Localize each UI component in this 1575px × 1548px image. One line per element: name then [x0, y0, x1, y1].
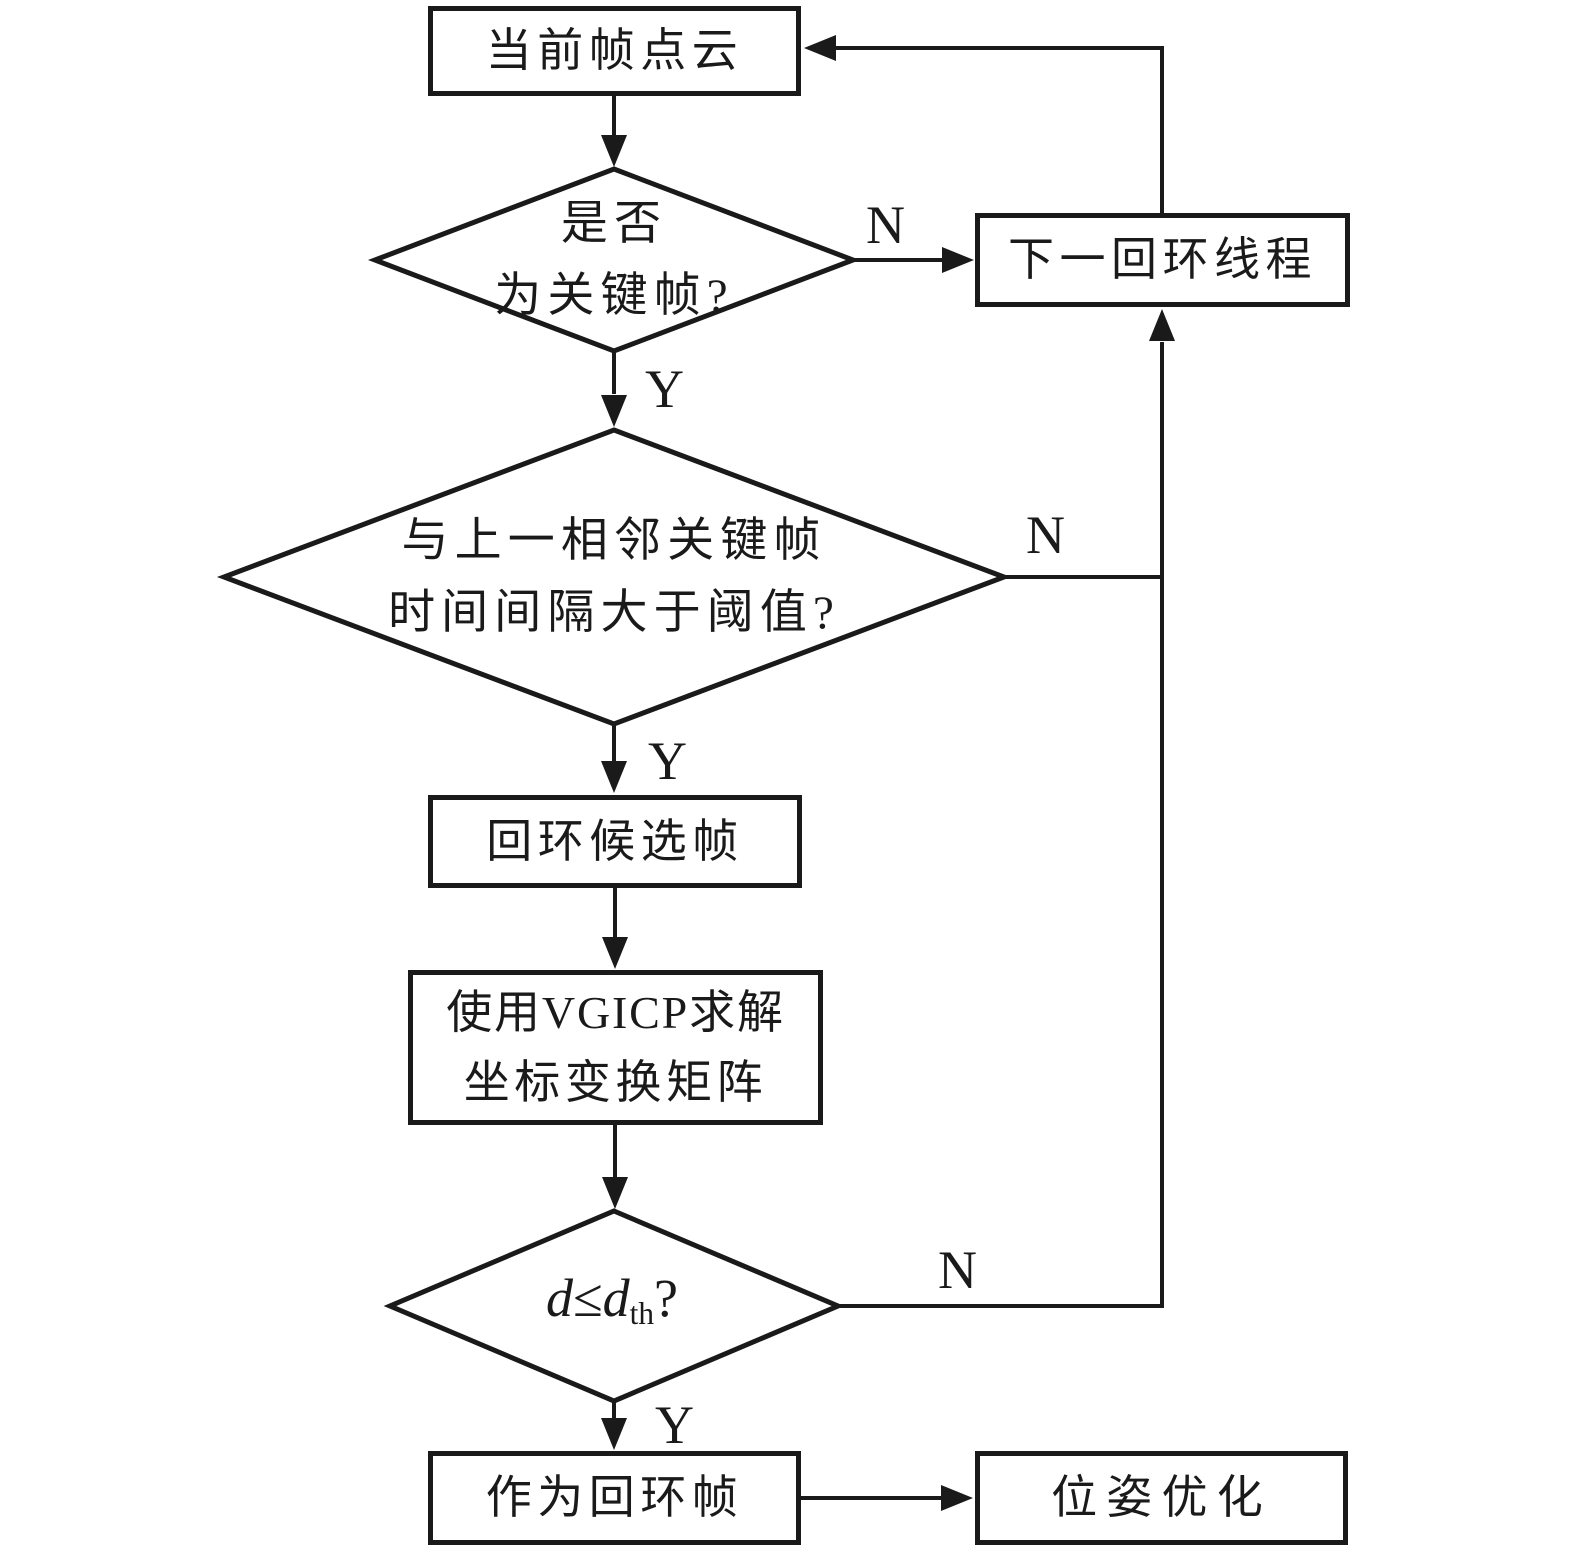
- arrowhead-down-4: [602, 937, 628, 969]
- arrowhead-right-2: [941, 1485, 973, 1511]
- node-label: 作为回环帧: [485, 1472, 744, 1523]
- edge-distance-no: [838, 342, 1164, 1308]
- node-as-loop-frame: 作为回环帧: [428, 1451, 801, 1545]
- node-label: 下一回环线程: [1007, 234, 1318, 285]
- leq-symbol: ≤: [573, 1268, 603, 1329]
- var-d-th: d: [602, 1268, 630, 1329]
- arrowhead-right-1: [942, 247, 974, 273]
- label-interval-yes: Y: [648, 731, 687, 791]
- arrowhead-down-1: [601, 135, 627, 167]
- label-distance-no: N: [938, 1240, 977, 1300]
- arrowhead-up-1: [1149, 309, 1175, 341]
- var-d: d: [546, 1268, 574, 1329]
- node-label: 当前帧点云: [485, 25, 744, 76]
- node-label: 位姿优化: [1051, 1472, 1272, 1523]
- label-keyframe-yes: Y: [645, 359, 684, 419]
- arrowhead-left-1: [804, 35, 836, 61]
- node-label: 回环候选帧: [486, 815, 744, 867]
- diamond-label-line1: 与上一相邻关键帧: [401, 515, 827, 567]
- node-next-loop-thread: 下一回环线程: [975, 213, 1350, 307]
- label-distance-yes: Y: [655, 1395, 694, 1455]
- node-label-line2: 坐标变换矩阵: [463, 1056, 768, 1108]
- arrowhead-down-6: [601, 1418, 627, 1450]
- arrowhead-down-2: [601, 395, 627, 427]
- distance-formula: d≤dth?: [546, 1271, 678, 1341]
- node-current-frame-pointcloud: 当前帧点云: [428, 6, 801, 96]
- diamond-text-time-interval: 与上一相邻关键帧 时间间隔大于阈值?: [314, 503, 914, 651]
- diamond-label-line2: 为关键帧?: [494, 270, 734, 322]
- node-vgicp-transform: 使用VGICP求解 坐标变换矩阵: [408, 970, 823, 1125]
- diamond-text-distance-check: d≤dth?: [452, 1261, 772, 1351]
- diamond-label-line1: 是否: [560, 198, 668, 250]
- arrowhead-down-3: [601, 761, 627, 793]
- diamond-label-line2: 时间间隔大于阈值?: [388, 587, 840, 639]
- label-interval-no: N: [1026, 505, 1065, 565]
- node-pose-optimization: 位姿优化: [975, 1451, 1348, 1545]
- node-label-line1: 使用VGICP求解: [446, 986, 785, 1038]
- diamond-text-is-keyframe: 是否 为关键帧?: [429, 188, 799, 332]
- label-keyframe-no: N: [866, 195, 905, 255]
- edge-thread-to-current: [836, 46, 1164, 213]
- arrowhead-down-5: [602, 1177, 628, 1209]
- subscript-th: th: [629, 1295, 655, 1331]
- node-loop-candidate-frame: 回环候选帧: [428, 795, 802, 888]
- question-mark: ?: [654, 1268, 678, 1329]
